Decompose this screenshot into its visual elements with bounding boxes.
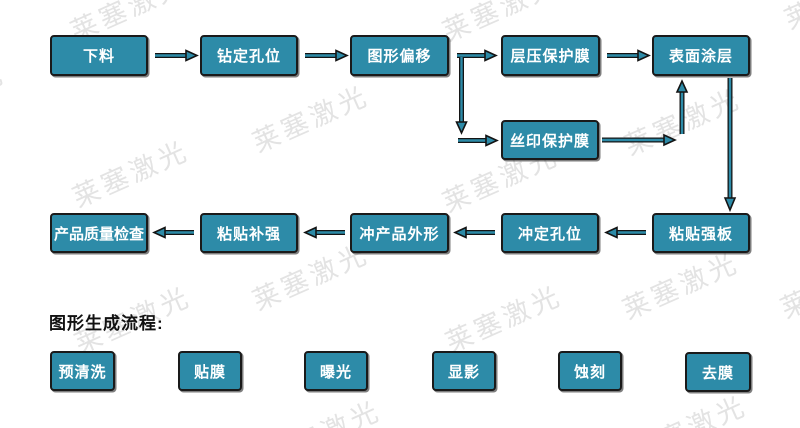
- step-paste-stiffener: 粘贴强板: [652, 213, 750, 253]
- pattern-step-expose: 曝光: [304, 351, 368, 391]
- step-blanking: 下料: [50, 35, 148, 76]
- watermark-text: 莱塞激光: [68, 135, 194, 214]
- pattern-step-film: 贴膜: [178, 351, 242, 391]
- arrow-right-2: [305, 49, 349, 62]
- step-surface-coating: 表面涂层: [652, 35, 750, 76]
- watermark-text: 莱塞激光: [620, 83, 746, 162]
- watermark-text: 莱塞激光: [248, 80, 374, 159]
- arrow-left-1: [604, 226, 646, 239]
- watermark-text: 莱塞激光: [618, 247, 744, 326]
- watermark-text: 莱塞激光: [776, 246, 800, 325]
- arrow-right-3: [457, 49, 498, 62]
- watermark-text: 莱塞激光: [441, 280, 567, 359]
- arrow-left-2: [453, 226, 495, 239]
- step-paste-reinforce: 粘贴补强: [200, 213, 298, 253]
- arrow-branch-down: [455, 57, 468, 135]
- arrow-right-4: [607, 49, 651, 62]
- step-pattern-offset: 图形偏移: [350, 35, 449, 76]
- arrow-left-3: [303, 226, 345, 239]
- pattern-section-title: 图形生成流程:: [49, 314, 164, 333]
- pattern-step-strip: 去膜: [685, 352, 751, 392]
- pattern-step-preclean: 预清洗: [50, 351, 115, 391]
- step-punch-outline: 冲产品外形: [350, 213, 449, 253]
- pattern-step-develop: 显影: [432, 351, 496, 391]
- step-punch-holes: 冲定孔位: [501, 213, 599, 253]
- step-laminate-film: 层压保护膜: [501, 35, 600, 76]
- step-quality-inspection: 产品质量检查: [50, 213, 148, 253]
- watermark-text: 莱塞激光: [777, 0, 800, 37]
- watermark-text: 莱塞激光: [0, 58, 10, 137]
- arrow-left-4: [152, 226, 194, 239]
- step-drill-holes: 钻定孔位: [200, 35, 298, 76]
- pattern-step-etch: 蚀刻: [558, 351, 622, 391]
- arrow-right-1: [155, 49, 199, 62]
- watermark-text: 莱塞激光: [257, 389, 386, 428]
- arrow-branch-into-silkscreen: [458, 134, 499, 147]
- step-silkscreen-film: 丝印保护膜: [501, 120, 599, 160]
